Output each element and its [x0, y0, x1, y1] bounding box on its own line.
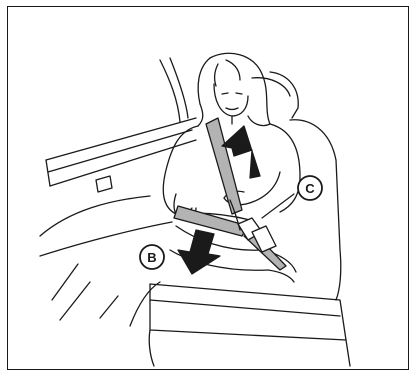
arrow-down-icon	[178, 230, 220, 274]
door-handle	[96, 176, 112, 192]
callout-b-label: B	[147, 250, 156, 265]
occupant	[163, 53, 300, 282]
callout-c-label: C	[305, 181, 315, 196]
